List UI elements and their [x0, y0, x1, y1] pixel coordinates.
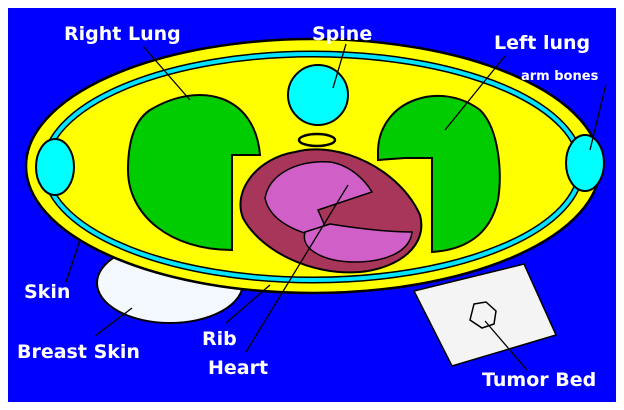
label-rib: Rib	[202, 328, 237, 350]
label-right-lung: Right Lung	[64, 23, 181, 45]
label-arm-bones: arm bones	[521, 69, 599, 84]
label-spine: Spine	[312, 23, 372, 45]
arm-bone-right	[36, 139, 74, 195]
arm-bone-left	[566, 135, 604, 191]
label-breast-skin: Breast Skin	[17, 341, 140, 363]
label-tumor-bed: Tumor Bed	[482, 369, 596, 391]
label-heart: Heart	[208, 357, 268, 379]
label-skin: Skin	[24, 281, 70, 303]
spine	[288, 65, 348, 125]
label-left-lung: Left lung	[494, 32, 590, 54]
